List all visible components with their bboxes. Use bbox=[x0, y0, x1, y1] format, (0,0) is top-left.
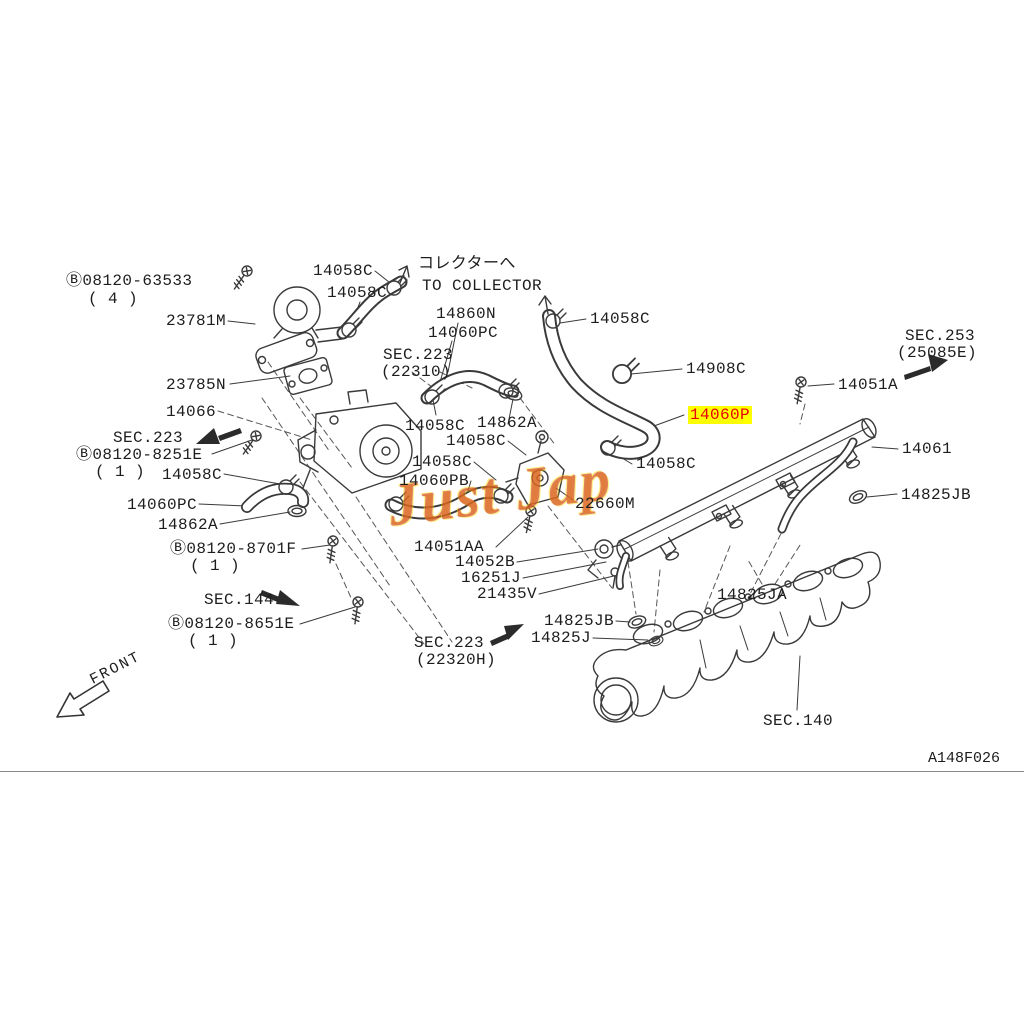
part-label: SEC.140 bbox=[763, 712, 834, 730]
egr-gasket-drawing bbox=[283, 356, 333, 396]
intake-manifold-drawing bbox=[592, 551, 881, 723]
part-label: 16251J bbox=[461, 569, 522, 587]
part-label: 22660M bbox=[575, 495, 636, 513]
part-label: ( 1 ) bbox=[190, 557, 241, 575]
part-label: 14825J bbox=[531, 629, 592, 647]
part-label: Ⓑ08120-8651E bbox=[168, 615, 295, 633]
part-label: 14060PC bbox=[428, 324, 499, 342]
part-label: SEC.253 bbox=[905, 327, 976, 345]
valve-22660m-drawing bbox=[505, 430, 565, 506]
part-label: 14862A bbox=[158, 516, 219, 534]
hose-egr-collector bbox=[336, 265, 410, 340]
part-label: SEC.144 bbox=[204, 591, 275, 609]
part-label: 14052B bbox=[455, 553, 516, 571]
egr-valve-drawing bbox=[255, 286, 343, 374]
hose-14060p bbox=[538, 295, 661, 460]
part-label: (22310) bbox=[381, 363, 452, 381]
part-label: SEC.223 bbox=[414, 634, 485, 652]
part-label: 14066 bbox=[166, 403, 217, 421]
part-label: ( 4 ) bbox=[88, 290, 139, 308]
part-label: ( 1 ) bbox=[95, 463, 146, 481]
part-label: SEC.223 bbox=[383, 346, 454, 364]
part-label: SEC.223 bbox=[113, 429, 184, 447]
part-label: Ⓑ08120-8701F bbox=[170, 540, 297, 558]
part-label: 23781M bbox=[166, 312, 227, 330]
part-label: 14051AA bbox=[414, 538, 485, 556]
part-label: 14058C bbox=[590, 310, 651, 328]
front-arrow bbox=[56, 680, 110, 718]
part-label: 14058C bbox=[636, 455, 697, 473]
part-label: 14058C bbox=[446, 432, 507, 450]
part-label: 14908C bbox=[686, 360, 747, 378]
part-label: (25085E) bbox=[897, 344, 978, 362]
part-label: 14061 bbox=[902, 440, 953, 458]
part-label: 14058C bbox=[327, 284, 388, 302]
part-label: 14058C bbox=[313, 262, 374, 280]
hose-14060pc bbox=[241, 482, 310, 513]
part-label: コレクターへ bbox=[418, 255, 516, 273]
part-label: 14825JB bbox=[901, 486, 972, 504]
part-label: 14825JA bbox=[717, 586, 788, 604]
fuel-rail-drawing bbox=[587, 417, 877, 590]
part-label: 14060PB bbox=[399, 472, 470, 490]
part-label: TO COLLECTOR bbox=[422, 277, 543, 295]
drawing-code: A148F026 bbox=[928, 750, 1001, 767]
part-label: ( 1 ) bbox=[188, 632, 239, 650]
part-label: 14058C bbox=[162, 466, 223, 484]
part-label: 14058C bbox=[412, 453, 473, 471]
part-label: 14862A bbox=[477, 414, 538, 432]
projection-lines bbox=[217, 361, 806, 645]
part-label: (22320H) bbox=[416, 651, 497, 669]
part-label-highlighted: 14060P bbox=[688, 406, 753, 424]
part-label: Ⓑ08120-8251E bbox=[76, 446, 203, 464]
part-label: 14051A bbox=[838, 376, 899, 394]
part-label: Ⓑ08120-63533 bbox=[66, 272, 193, 290]
part-label: 14825JB bbox=[544, 612, 615, 630]
part-label: 23785N bbox=[166, 376, 227, 394]
aac-valve-assembly-drawing bbox=[297, 389, 422, 494]
section-arrows bbox=[196, 354, 948, 646]
bottom-divider bbox=[0, 771, 1024, 772]
part-label: 14060PC bbox=[127, 496, 198, 514]
part-label: 21435V bbox=[477, 585, 538, 603]
part-label: 14860N bbox=[436, 305, 497, 323]
leader-lines bbox=[198, 270, 899, 711]
part-label: 14058C bbox=[405, 417, 466, 435]
